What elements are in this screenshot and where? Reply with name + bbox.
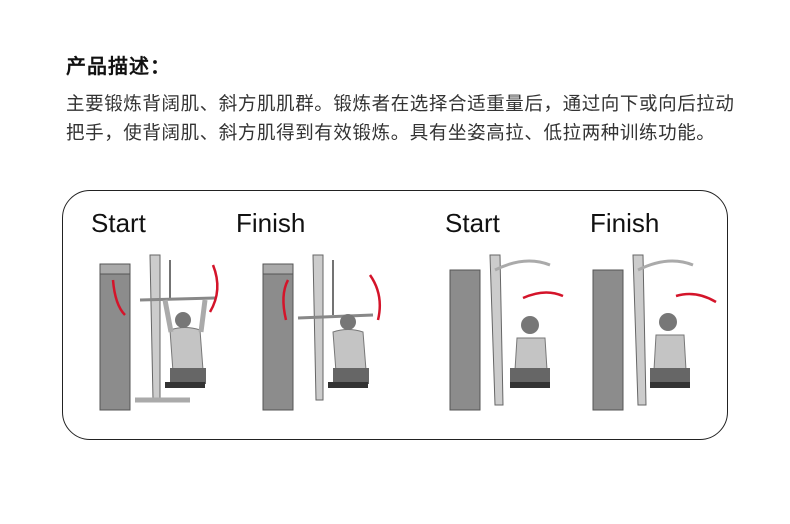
lat-pulldown-start-figure [99,254,219,411]
label-finish-high: Finish [236,208,306,238]
low-row-start-figure [449,254,564,411]
low-row-finish-figure [592,254,717,411]
label-start-high: Start [91,208,146,238]
section-title: 产品描述： [66,54,171,78]
product-description: 主要锻炼背阔肌、斜方肌肌群。锻炼者在选择合适重量后，通过向下或向后拉动把手，使背… [66,94,735,144]
lat-pulldown-finish-figure [262,254,381,411]
exercise-illustration-panel [62,190,728,440]
label-finish-low: Finish [590,208,660,238]
label-start-low: Start [445,208,500,238]
